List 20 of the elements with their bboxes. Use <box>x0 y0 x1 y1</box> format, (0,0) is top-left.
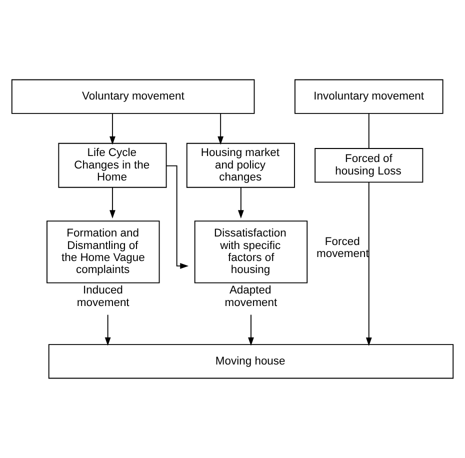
node-label: Induced movement <box>76 284 130 309</box>
arrow <box>218 113 224 145</box>
node-box: Voluntary movement <box>11 79 255 114</box>
node-box: Forced of housing Loss <box>314 148 424 183</box>
arrow <box>110 113 116 145</box>
arrow <box>166 165 189 269</box>
node-label: Adapted movement <box>224 284 278 309</box>
arrow <box>248 314 254 346</box>
node-box: Housing market and policy changes <box>186 142 295 188</box>
arrow <box>238 186 244 219</box>
node-box: Formation and Dismantling of the Home Vague complaints <box>46 220 160 284</box>
connector <box>368 113 370 149</box>
node-box: Life Cycle Changes in the Home <box>58 142 167 188</box>
node-box: Dissatisfaction with specific factors of housing <box>194 220 308 284</box>
arrow <box>104 314 111 346</box>
node-box: Involuntary movement <box>294 79 444 114</box>
arrow <box>366 182 372 346</box>
edge-label: Forced movement <box>316 236 369 260</box>
arrow <box>110 186 116 219</box>
node-box: Moving house <box>48 344 454 379</box>
